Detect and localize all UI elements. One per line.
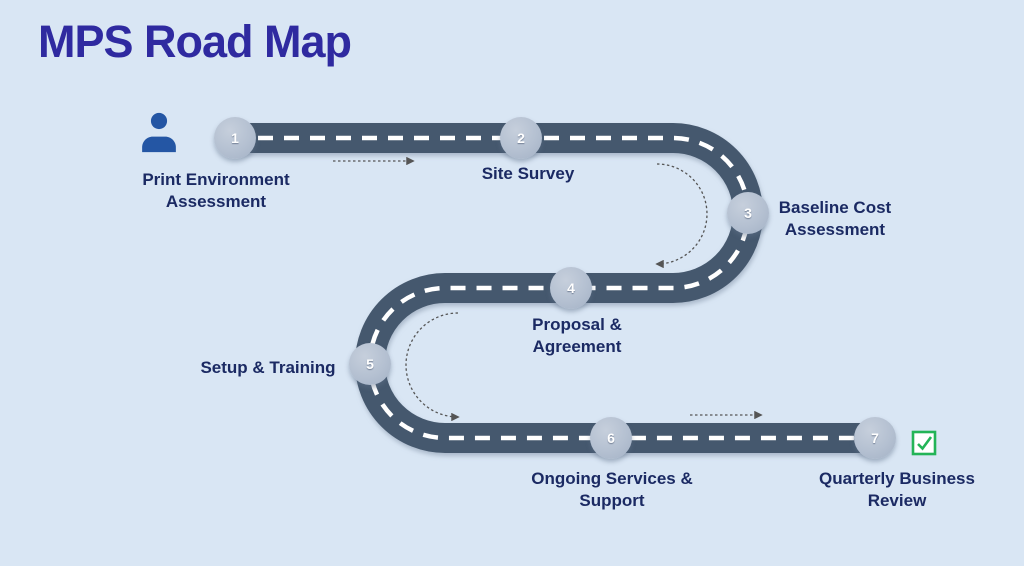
- milestone-3-label: Baseline Cost Assessment: [778, 198, 892, 239]
- milestone-5-marker: 5: [349, 343, 391, 385]
- route-arrow-2-icon: [655, 163, 708, 269]
- milestone-6-label: Ongoing Services & Support: [531, 469, 693, 510]
- milestone-1-marker: 1: [214, 117, 256, 159]
- milestone-4-number: 4: [567, 280, 575, 296]
- page-title: MPS Road Map: [38, 16, 352, 67]
- milestone-2-marker: 2: [500, 117, 542, 159]
- milestone-7-number: 7: [871, 430, 879, 446]
- milestone-4-marker: 4: [550, 267, 592, 309]
- milestone-2-label: Site Survey: [481, 164, 575, 183]
- milestone-3-marker: 3: [727, 192, 769, 234]
- route-arrow-3-icon: [405, 312, 460, 422]
- milestone-3-number: 3: [744, 205, 752, 221]
- milestone-6-marker: 6: [590, 417, 632, 459]
- milestone-2-number: 2: [517, 130, 525, 146]
- milestone-7-label: Quarterly Business Review: [819, 469, 975, 510]
- milestone-5-label: Setup & Training: [200, 358, 336, 377]
- milestone-6-number: 6: [607, 430, 615, 446]
- milestone-1-label: Print Environment Assessment: [142, 170, 290, 211]
- milestone-1-number: 1: [231, 130, 239, 146]
- person-icon: [137, 108, 181, 156]
- milestone-5-number: 5: [366, 356, 374, 372]
- milestone-7-marker: 7: [854, 417, 896, 459]
- milestone-4-label: Proposal & Agreement: [532, 315, 622, 356]
- checkbox-checked-icon: [910, 429, 938, 457]
